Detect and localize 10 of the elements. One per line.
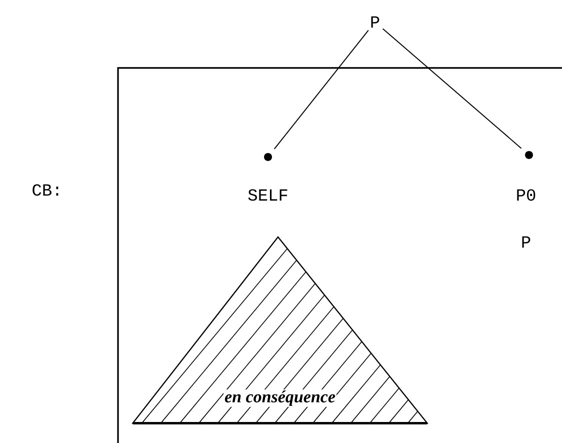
point-label: P0	[517, 189, 536, 201]
point-label: P	[522, 236, 530, 248]
dot	[525, 150, 533, 159]
tree-line	[274, 30, 369, 150]
dot	[264, 152, 272, 161]
tree-line	[382, 28, 522, 149]
frame-label: CB:	[32, 184, 58, 196]
point-label: SELF	[248, 189, 288, 201]
triangle-label: en conséquence	[224, 389, 336, 407]
node-label: P	[371, 16, 380, 28]
